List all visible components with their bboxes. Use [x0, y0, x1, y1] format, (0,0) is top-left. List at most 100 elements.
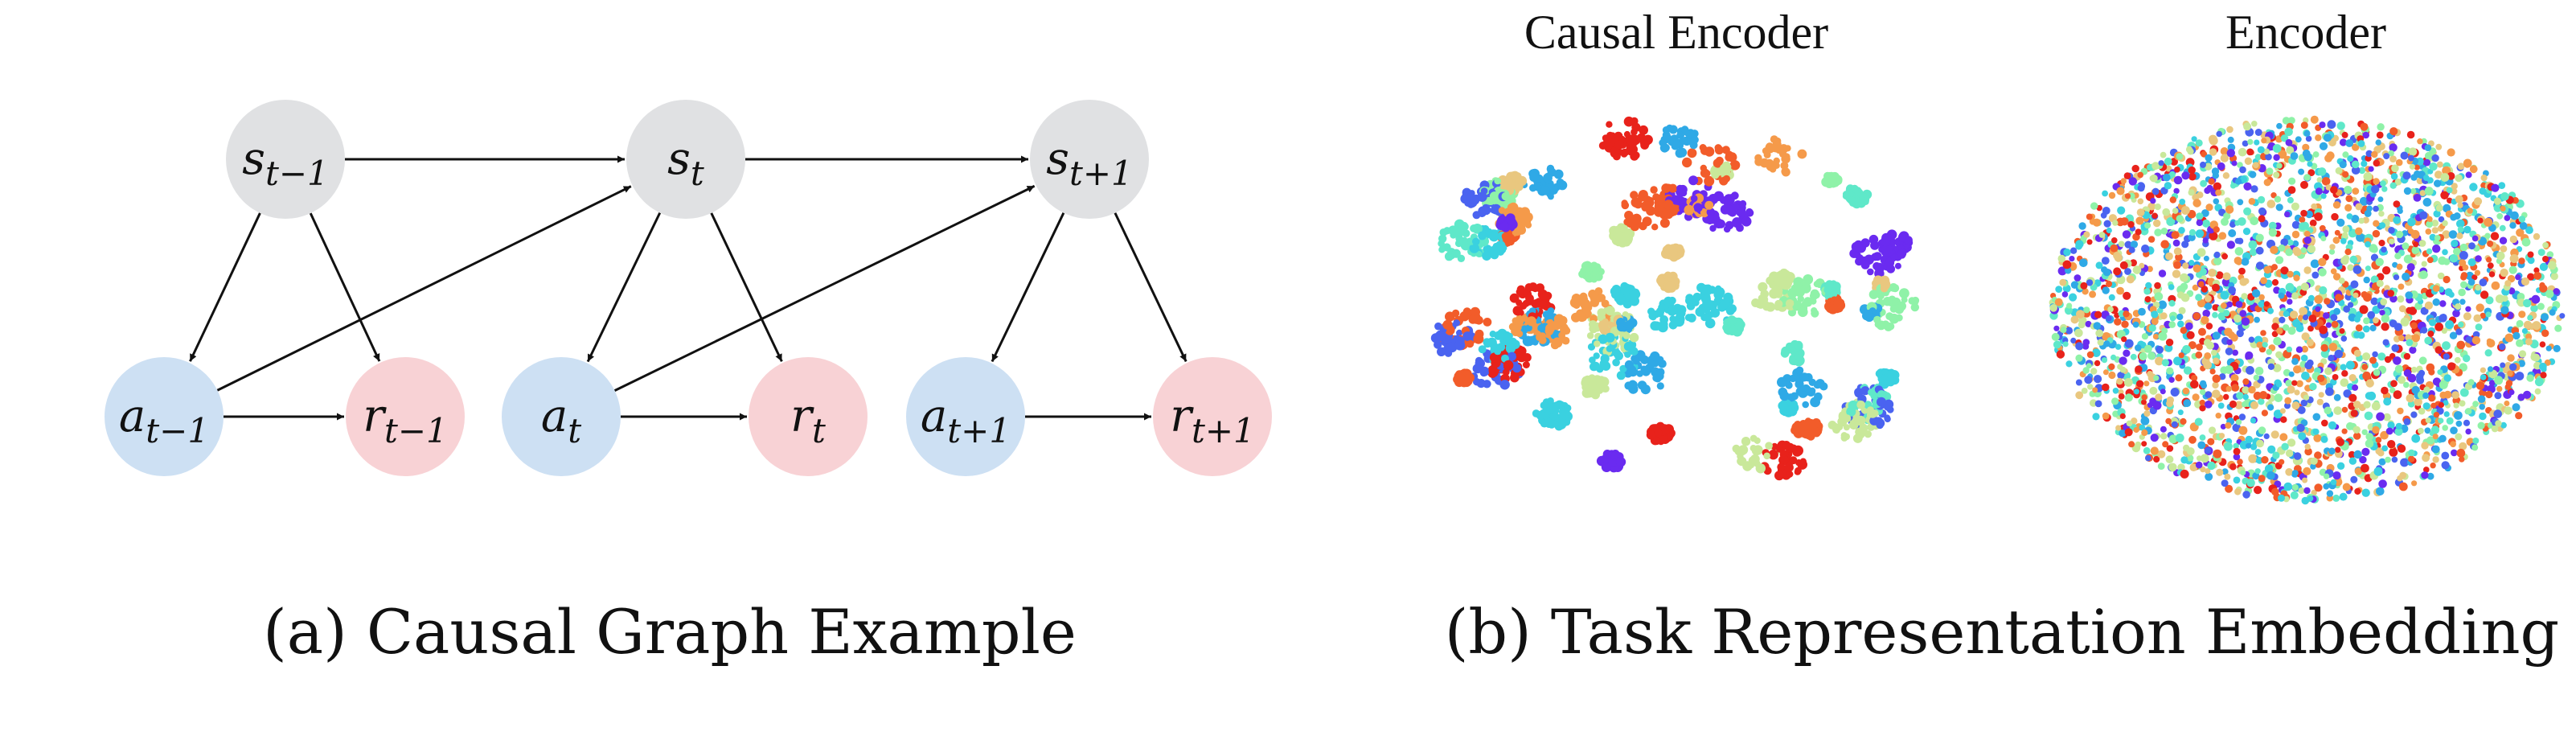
- embedding-point: [1524, 283, 1534, 292]
- embedding-point: [2475, 255, 2482, 262]
- embedding-point: [1860, 386, 1870, 396]
- embedding-point: [1702, 298, 1713, 310]
- embedding-point: [2531, 294, 2541, 304]
- embedding-point: [2459, 243, 2468, 252]
- embedding-point: [1512, 317, 1520, 325]
- embedding-point: [2178, 352, 2184, 359]
- embedding-point: [2521, 237, 2531, 247]
- embedding-point: [1466, 339, 1475, 348]
- embedding-point: [2181, 240, 2189, 249]
- embedding-point: [2397, 208, 2403, 214]
- embedding-point: [2320, 343, 2328, 352]
- embedding-point: [2259, 391, 2268, 400]
- embedding-point: [2366, 205, 2373, 212]
- embedding-point: [2143, 446, 2151, 454]
- embedding-point: [2389, 447, 2398, 457]
- embedding-point: [2102, 369, 2109, 376]
- embedding-point: [1602, 463, 1611, 472]
- embedding-point: [2292, 319, 2301, 328]
- embedding-point: [1516, 352, 1523, 359]
- embedding-point: [2124, 428, 2133, 437]
- embedding-point: [1639, 221, 1647, 231]
- embedding-point: [2361, 488, 2370, 497]
- embedding-point: [2467, 379, 2475, 386]
- embedding-point: [1637, 195, 1645, 202]
- embedding-point: [2411, 246, 2420, 254]
- embedding-point: [2284, 211, 2291, 218]
- embedding-point: [1848, 196, 1856, 204]
- embedding-point: [2381, 186, 2388, 192]
- embedding-point: [1494, 347, 1501, 356]
- embedding-point: [2160, 312, 2168, 320]
- embedding-point: [2324, 367, 2332, 376]
- embedding-point: [1874, 262, 1885, 273]
- embedding-point: [2439, 300, 2447, 307]
- embedding-point: [1648, 311, 1658, 321]
- embedding-point: [1551, 407, 1560, 416]
- embedding-point: [2469, 165, 2478, 174]
- embedding-point: [1675, 148, 1685, 158]
- state-node-circle: [226, 100, 345, 219]
- embedding-point: [2353, 349, 2361, 357]
- node-label-a_tm1: at−1: [119, 390, 209, 450]
- embedding-point: [1782, 153, 1790, 161]
- embedding-point: [2332, 201, 2341, 209]
- embedding-point: [2108, 363, 2115, 370]
- embedding-point: [2402, 171, 2411, 180]
- embedding-point: [1785, 381, 1793, 389]
- embedding-point: [1622, 331, 1631, 339]
- embedding-point: [2132, 321, 2139, 328]
- embedding-point: [2279, 316, 2286, 323]
- embedding-point: [1569, 297, 1581, 308]
- embedding-point: [1891, 284, 1900, 293]
- embedding-point: [2487, 240, 2494, 247]
- embedding-point: [1794, 468, 1801, 475]
- embedding-point: [2213, 198, 2220, 205]
- embedding-point: [2157, 462, 2165, 470]
- embedding-point: [2309, 383, 2317, 391]
- embedding-point: [2330, 314, 2338, 322]
- embedding-point: [2500, 245, 2508, 253]
- embedding-point: [2107, 306, 2114, 313]
- embedding-point: [2053, 325, 2060, 331]
- embedding-point: [2432, 298, 2440, 306]
- embedding-point: [2332, 374, 2339, 380]
- embedding-point: [2336, 462, 2345, 470]
- embedding-point: [2332, 471, 2341, 480]
- embedding-point: [2311, 271, 2320, 279]
- embedding-point: [2476, 303, 2484, 312]
- embedding-point: [2196, 343, 2203, 351]
- embedding-point: [2221, 302, 2227, 309]
- embedding-point: [2108, 294, 2115, 301]
- embedding-point: [2160, 433, 2168, 440]
- embedding-point: [2080, 282, 2088, 290]
- embedding-point: [1468, 314, 1478, 324]
- node-a_tp1: at+1: [906, 357, 1025, 476]
- embedding-point: [2234, 488, 2242, 495]
- embedding-point: [2175, 374, 2183, 382]
- embedding-point: [1483, 318, 1492, 327]
- embedding-point: [2319, 325, 2328, 335]
- embedding-point: [2239, 166, 2246, 174]
- embedding-point: [1589, 362, 1598, 372]
- embedding-point: [1910, 302, 1919, 312]
- node-s_tp1: st+1: [1030, 100, 1149, 219]
- embedding-point: [2321, 177, 2331, 186]
- embedding-point: [2332, 494, 2340, 502]
- embedding-point: [1685, 129, 1696, 138]
- embedding-point: [1634, 199, 1643, 209]
- embedding-point: [1795, 286, 1806, 298]
- embedding-point: [1867, 268, 1874, 276]
- embedding-point: [2348, 457, 2357, 465]
- embedding-point: [2251, 121, 2258, 127]
- embedding-point: [1734, 320, 1745, 331]
- embedding-point: [2403, 418, 2411, 426]
- embedding-point: [2151, 310, 2159, 319]
- embedding-point: [2236, 392, 2244, 400]
- embedding-point: [1434, 340, 1442, 349]
- embedding-point: [2339, 492, 2348, 501]
- embedding-point: [2341, 131, 2348, 138]
- embedding-point: [2165, 252, 2173, 261]
- embedding-point: [2154, 282, 2161, 290]
- embedding-point: [1593, 352, 1600, 360]
